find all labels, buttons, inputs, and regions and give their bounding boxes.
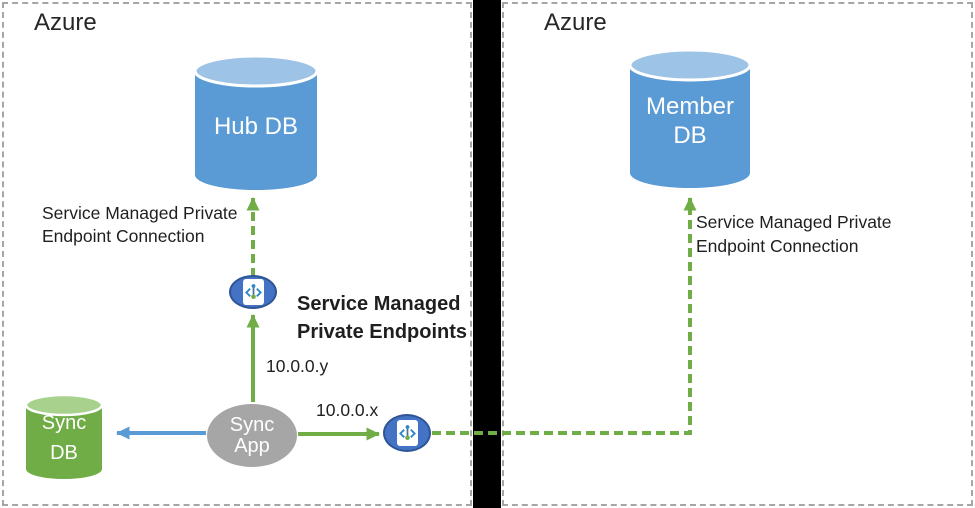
endpoints-title-line1: Service Managed [297, 293, 461, 315]
private-endpoint-icon [242, 279, 264, 305]
right-connection-label: Service Managed Private Endpoint Connect… [696, 210, 892, 258]
azure-title-left: Azure [34, 9, 97, 36]
sync-db-label-line1: Sync [41, 412, 87, 434]
ip-label-hub: 10.0.0.y [266, 356, 329, 376]
network-boundary-divider [473, 0, 501, 508]
member-db-label-line1: Member [645, 93, 735, 120]
sync-db-label: Sync DB [24, 408, 104, 468]
hub-db-cylinder [193, 54, 319, 190]
sync-app-node: Sync App [207, 404, 297, 467]
service-managed-private-endpoints-title: Service Managed Private Endpoints [297, 290, 467, 346]
private-endpoint-icon [396, 420, 418, 446]
sync-db-cylinder [24, 393, 104, 479]
private-endpoint-node-member [383, 414, 431, 452]
ip-label-member: 10.0.0.x [316, 400, 379, 420]
hub-db-label: Hub DB [213, 113, 299, 140]
right-connection-label-line2: Endpoint Connection [696, 236, 859, 256]
private-endpoint-node-hub [229, 275, 277, 309]
member-db-label: Member DB [628, 92, 752, 150]
left-connection-label: Service Managed Private Endpoint Connect… [42, 202, 238, 248]
member-db-label-line2: DB [673, 122, 707, 149]
endpoints-title-line2: Private Endpoints [297, 321, 468, 343]
sync-db-label-line2: DB [50, 442, 78, 464]
sync-app-label-line2: App [234, 434, 270, 457]
left-connection-label-line2: Endpoint Connection [42, 226, 205, 246]
member-db-cylinder [628, 48, 752, 188]
left-connection-label-line1: Service Managed Private [42, 203, 238, 223]
sync-app-label-line1: Sync [229, 413, 275, 436]
right-connection-label-line1: Service Managed Private [696, 212, 892, 232]
azure-title-right: Azure [544, 9, 607, 36]
